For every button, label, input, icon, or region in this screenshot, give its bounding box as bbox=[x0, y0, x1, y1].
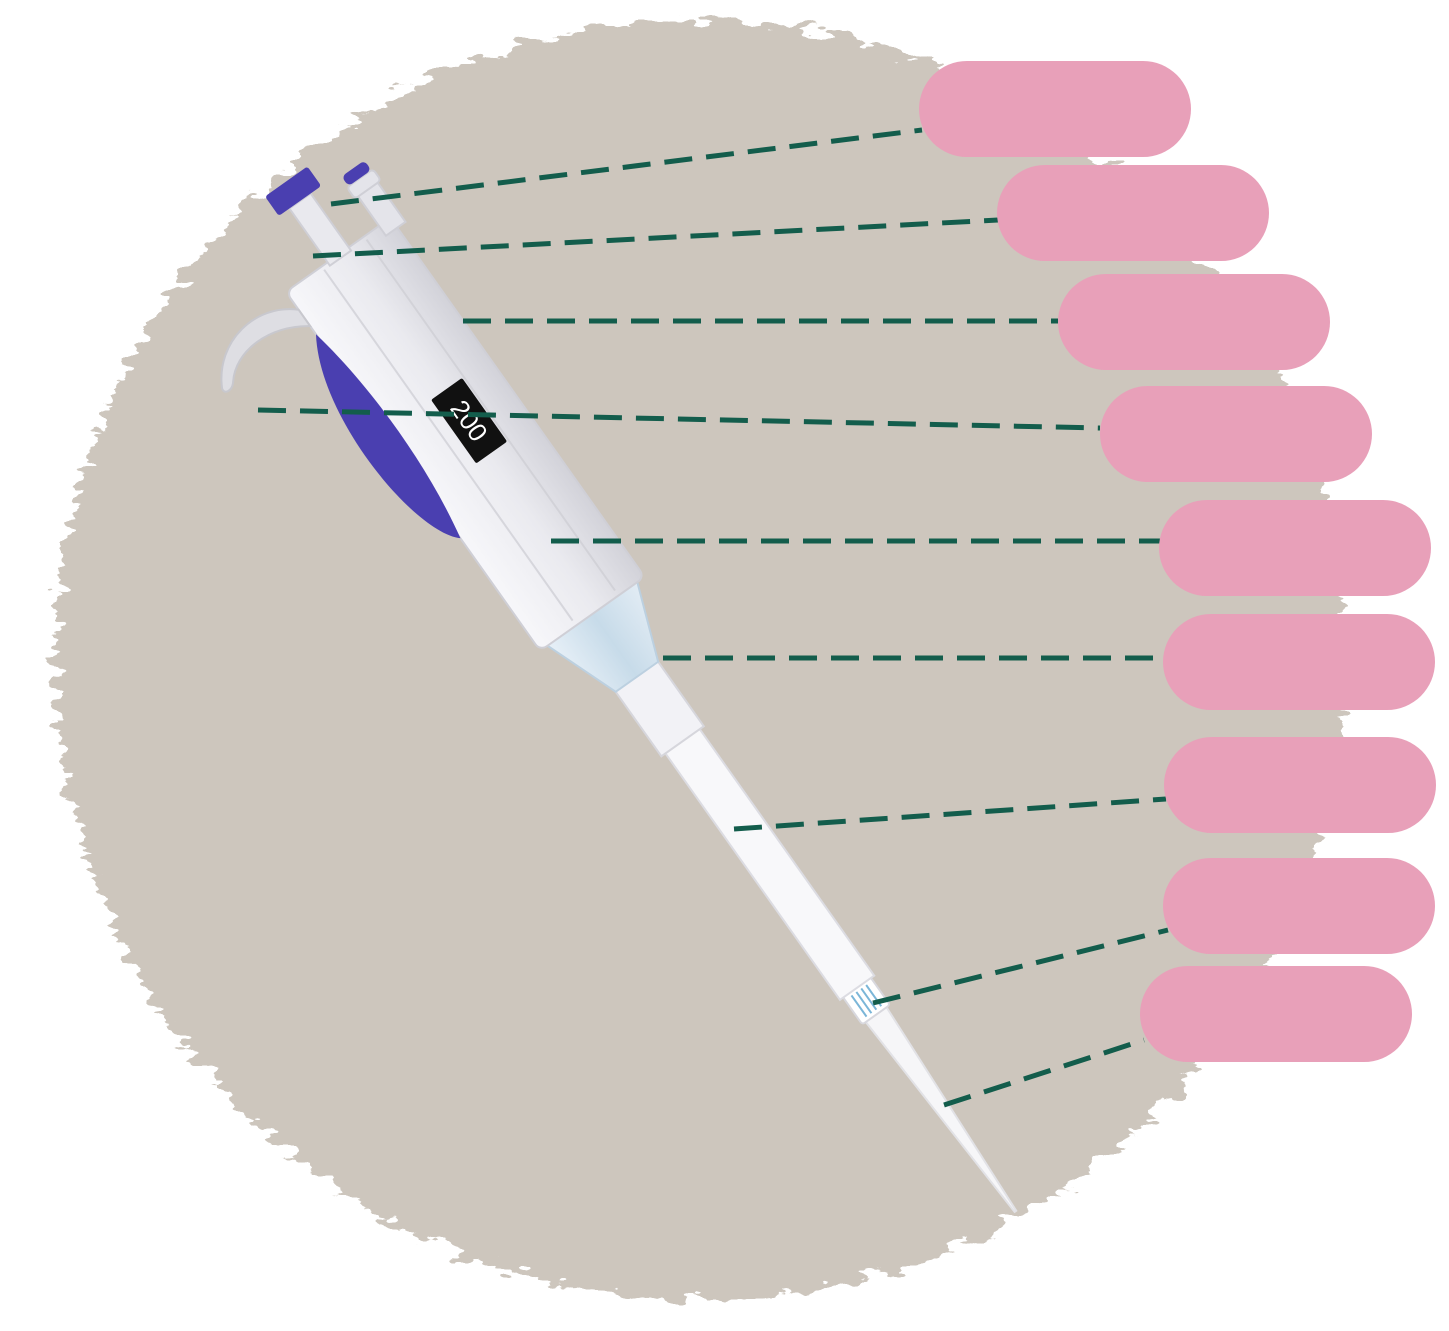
leader-lines bbox=[257, 127, 1169, 1108]
leader-line-1 bbox=[330, 127, 923, 207]
label-box-6[interactable] bbox=[1163, 614, 1435, 710]
plunger-button bbox=[266, 167, 321, 215]
label-box-8[interactable] bbox=[1163, 858, 1435, 954]
leader-line-9 bbox=[943, 1037, 1145, 1108]
leader-line-7 bbox=[733, 796, 1167, 832]
label-box-1[interactable] bbox=[919, 61, 1191, 157]
label-box-9[interactable] bbox=[1140, 966, 1412, 1062]
ejector-button-cap bbox=[347, 169, 381, 199]
label-box-2[interactable] bbox=[997, 165, 1269, 261]
finger-hook bbox=[220, 308, 313, 393]
grip-panel bbox=[315, 334, 461, 539]
leader-line-4 bbox=[257, 407, 1101, 431]
leader-line-2 bbox=[312, 217, 999, 259]
label-box-5[interactable] bbox=[1159, 500, 1431, 596]
label-box-7[interactable] bbox=[1164, 737, 1436, 833]
ejector-button-tab bbox=[343, 162, 370, 185]
label-box-4[interactable] bbox=[1100, 386, 1372, 482]
label-box-3[interactable] bbox=[1058, 274, 1330, 370]
leader-line-8 bbox=[872, 927, 1169, 1006]
